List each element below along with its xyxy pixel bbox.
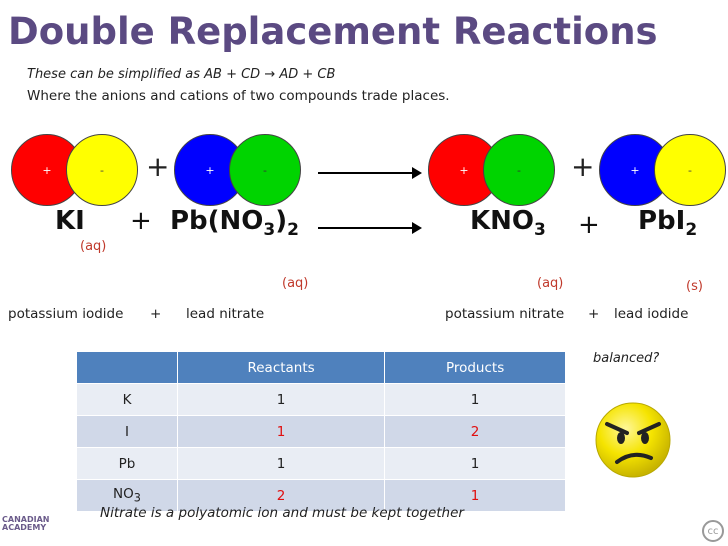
name-plus-sign: + [150, 306, 162, 322]
formula-subscript: 3 [263, 220, 276, 241]
element-cell: K [76, 383, 178, 416]
polyatomic-ion-note: Nitrate is a polyatomic ion and must be … [100, 505, 464, 521]
reactant-lead-nitrate: Pb(NO3)2 [170, 206, 299, 240]
name-potassium-nitrate: potassium nitrate [445, 306, 565, 322]
formula-part: PbI [638, 206, 686, 236]
minus-charge-label: - [263, 163, 267, 177]
name-plus-sign: + [588, 306, 600, 322]
table-header-row: Reactants Products [76, 351, 566, 384]
product-potassium-nitrate: KNO3 [470, 206, 546, 240]
reactant-ki: KI [55, 206, 85, 236]
table-row: K 1 1 [76, 383, 566, 416]
formula-subscript: 2 [685, 220, 698, 241]
table-row: I 1 2 [76, 415, 566, 448]
plus-charge-label: + [630, 163, 640, 177]
name-potassium-iodide: potassium iodide [8, 306, 124, 322]
formula-part: KNO [470, 206, 535, 236]
minus-charge-label: - [688, 163, 692, 177]
equation-plus-sign: + [578, 210, 600, 240]
table-row: NO3 2 1 [76, 479, 566, 512]
subtitle-general-formula: These can be simplified as AB + CD → AD … [27, 67, 336, 82]
formula-part: ) [275, 206, 288, 236]
minus-charge-label: - [517, 163, 521, 177]
subtitle-description: Where the anions and cations of two comp… [27, 88, 450, 104]
state-aq-label: (aq) [282, 276, 309, 291]
table-header-element [76, 351, 178, 384]
atom-count-table: Reactants Products K 1 1 I 1 2 Pb 1 1 NO… [76, 351, 566, 512]
logo-line: ACADEMY [2, 523, 47, 532]
element-subscript: 3 [133, 491, 141, 505]
model-plus-sign: + [571, 150, 595, 183]
plus-charge-label: + [205, 163, 215, 177]
anion-yellow-circle: - [654, 134, 726, 206]
anion-green-circle: - [229, 134, 301, 206]
angry-face-icon [595, 402, 671, 478]
table-row: Pb 1 1 [76, 447, 566, 480]
formula-subscript: 2 [287, 220, 299, 241]
model-plus-sign: + [146, 150, 170, 183]
products-count-cell: 1 [384, 383, 566, 416]
table-header-products: Products [384, 351, 566, 384]
logo-line: CANADIAN [2, 515, 50, 524]
state-solid-label: (s) [686, 279, 703, 294]
formula-subscript: 3 [534, 220, 546, 241]
formula-part: Pb(NO [170, 206, 264, 236]
product-lead-iodide: PbI2 [638, 206, 697, 240]
products-count-cell: 1 [384, 479, 566, 512]
anion-yellow-circle: - [66, 134, 138, 206]
state-aq-label: (aq) [80, 239, 107, 254]
table-header-reactants: Reactants [176, 351, 386, 384]
minus-charge-label: - [100, 163, 104, 177]
creative-commons-icon: cc [702, 520, 724, 542]
element-cell: NO3 [76, 479, 178, 512]
equation-plus-sign: + [130, 206, 152, 236]
reactants-count-cell: 2 [176, 479, 386, 512]
name-lead-iodide: lead iodide [614, 306, 689, 322]
element-symbol: NO [113, 486, 134, 503]
canadian-academy-logo: CANADIAN ACADEMY [2, 516, 49, 532]
element-cell: Pb [76, 447, 178, 480]
element-cell: I [76, 415, 178, 448]
products-count-cell: 1 [384, 447, 566, 480]
state-aq-label: (aq) [537, 276, 564, 291]
equation-reaction-arrow [318, 222, 422, 234]
name-lead-nitrate: lead nitrate [186, 306, 265, 322]
plus-charge-label: + [42, 163, 52, 177]
products-count-cell: 2 [384, 415, 566, 448]
balanced-question: balanced? [593, 351, 660, 366]
reactants-count-cell: 1 [176, 415, 386, 448]
reactants-count-cell: 1 [176, 447, 386, 480]
reactants-count-cell: 1 [176, 383, 386, 416]
plus-charge-label: + [459, 163, 469, 177]
model-reaction-arrow [318, 167, 422, 179]
page-title: Double Replacement Reactions [8, 10, 658, 53]
anion-green-circle: - [483, 134, 555, 206]
